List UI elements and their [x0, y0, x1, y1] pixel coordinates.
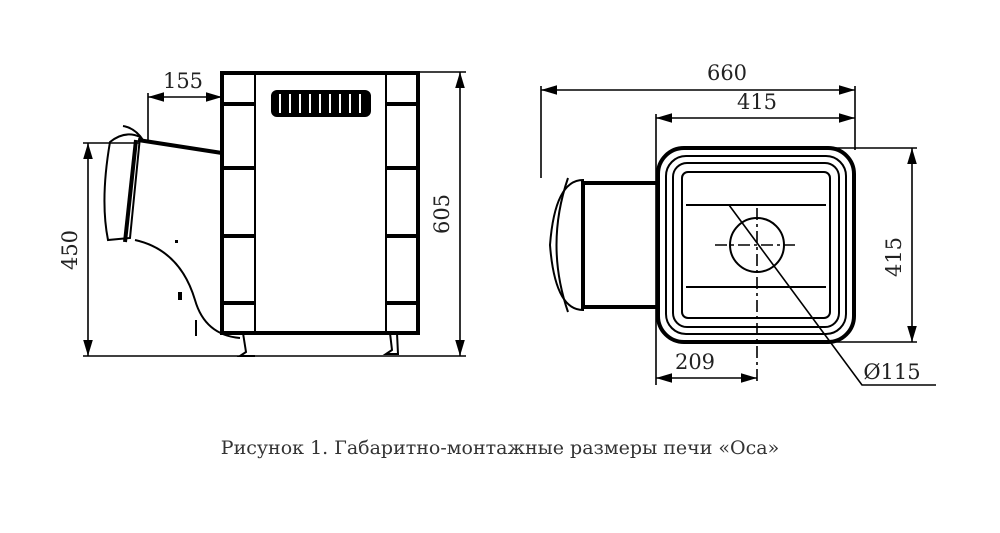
dim-155-label: 155 [163, 69, 203, 93]
body-ribs [222, 102, 418, 305]
top-view: 660 415 415 209 Ø115 [540, 61, 936, 386]
dim-415-depth-label: 415 [882, 237, 906, 277]
dim-415-width-label: 415 [737, 90, 777, 114]
dimension-lines [83, 71, 466, 357]
vent-slots [271, 90, 371, 117]
dim-605-label: 605 [430, 194, 454, 234]
figure-caption: Рисунок 1. Габаритно-монтажные размеры п… [220, 437, 780, 459]
dim-115-diameter-label: Ø115 [863, 360, 920, 384]
stove-legs [236, 332, 400, 357]
dim-450-label: 450 [58, 230, 82, 270]
stove-body-outline [220, 71, 420, 335]
dim-209-label: 209 [675, 350, 715, 374]
side-view: 155 605 450 [58, 69, 466, 357]
firebox-tunnel-top [548, 177, 660, 313]
dimension-lines-top [540, 85, 936, 386]
firebox-tunnel [103, 125, 241, 339]
dim-660-label: 660 [707, 61, 747, 85]
